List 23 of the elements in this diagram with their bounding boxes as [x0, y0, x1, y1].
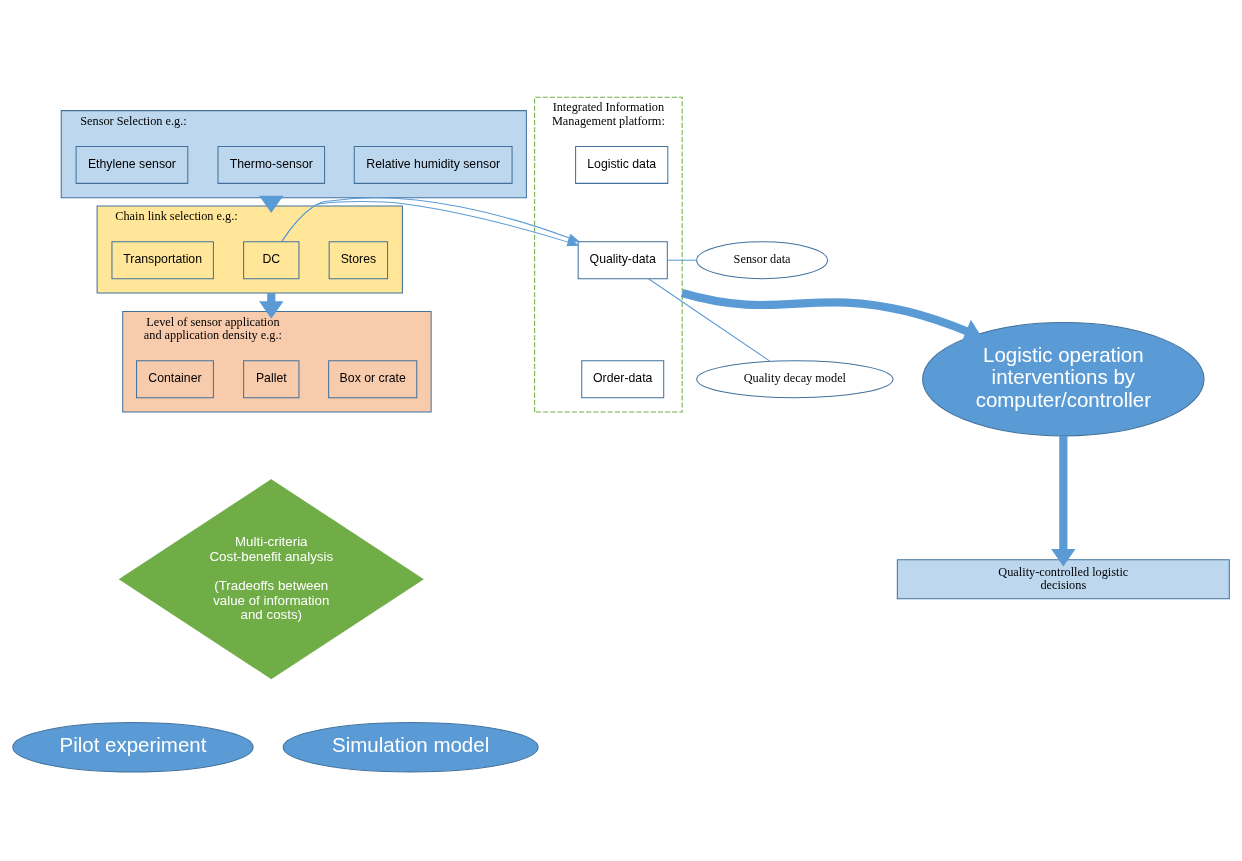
node-box: Pallet: [243, 360, 300, 399]
node-ellipse: Pilot experiment: [12, 722, 254, 773]
node-box: Ethylene sensor: [75, 145, 189, 184]
node-box: Thermo-sensor: [217, 145, 326, 184]
node-box: Logistic data: [575, 145, 669, 184]
arrow: [681, 289, 983, 343]
node-box: Transportation: [111, 241, 214, 280]
node-box: Relative humidity sensor: [353, 145, 513, 184]
node-box: Stores: [328, 241, 389, 280]
arrow: [1051, 435, 1076, 567]
node-ellipse: Quality decay model: [696, 360, 894, 399]
node-box: Order-data: [581, 360, 665, 399]
connector: [666, 259, 697, 261]
node-box: Container: [136, 360, 214, 399]
node-ellipse: Simulation model: [282, 722, 539, 773]
node-ellipse: Logistic operation interventions by computer/controller: [922, 322, 1205, 437]
node-diamond: Multi-criteria Cost-benefit analysis (Tradeoffs between value of information and costs): [118, 479, 424, 680]
node-box: DC: [243, 241, 300, 280]
node-ellipse: Sensor data: [696, 241, 828, 280]
node-box: Quality-controlled logistic decisions: [896, 559, 1230, 600]
connector: [648, 278, 771, 362]
node-box: Quality-data: [577, 241, 668, 280]
node-box: Box or crate: [328, 360, 418, 399]
